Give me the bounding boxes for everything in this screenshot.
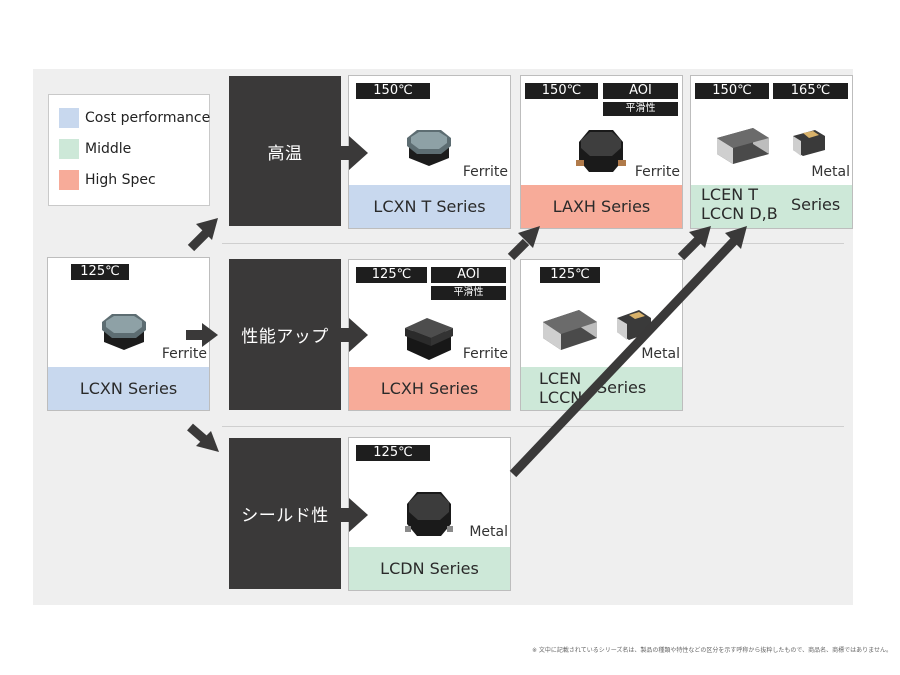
metal-chip-inductor-icon — [617, 310, 651, 340]
category-performance-up: 性能アップ — [229, 259, 341, 410]
series-label-group: LCEN LCCN Series — [521, 367, 682, 410]
ferrite-inductor-icon — [407, 130, 451, 166]
metal-chip-inductor-icon — [543, 310, 597, 350]
smoothing-badge: 平滑性 — [431, 286, 506, 300]
legend-label: High Spec — [85, 172, 156, 188]
category-shielded: シールド性 — [229, 438, 341, 589]
series-line-2: LCCN D,B — [701, 204, 778, 223]
footnote: ※ 文中に記載されているシリーズ名は、製品の種類や特性などの区分を示す呼称から抜… — [531, 647, 892, 654]
aoi-badge: AOI — [431, 267, 506, 283]
temperature-badge: 150℃ — [695, 83, 769, 99]
temperature-badge: 125℃ — [356, 445, 430, 461]
material-label: Ferrite — [462, 346, 508, 362]
shielded-inductor-icon — [405, 492, 453, 536]
divider-bottom — [222, 426, 844, 427]
metal-chip-inductor-icon — [717, 128, 769, 164]
legend-swatch-green — [59, 139, 79, 159]
material-label: Metal — [811, 164, 850, 180]
card-lcdn[interactable]: 125℃ Metal LCDN Series — [348, 437, 511, 591]
shielded-inductor-icon — [576, 130, 626, 172]
material-label: Ferrite — [634, 164, 680, 180]
legend-label: Cost performance — [85, 110, 211, 126]
temperature-badge: 150℃ — [356, 83, 430, 99]
series-line-1: LCEN T — [701, 185, 759, 204]
temperature-badge: 125℃ — [356, 267, 427, 283]
card-laxh[interactable]: 150℃ AOI 平滑性 Ferrite LAXH Series — [520, 75, 683, 229]
temperature-badge: 165℃ — [773, 83, 848, 99]
temperature-badge: 125℃ — [71, 264, 129, 280]
ferrite-inductor-icon — [102, 314, 146, 350]
material-label: Ferrite — [161, 346, 207, 362]
card-lcxh[interactable]: 125℃ AOI 平滑性 Ferrite LCXH Series — [348, 259, 511, 411]
metal-chip-inductor-icon — [793, 130, 825, 156]
series-label: LAXH Series — [521, 185, 682, 228]
series-line-1: LCEN — [539, 369, 582, 388]
series-label: LCXN T Series — [349, 185, 510, 228]
smoothing-badge: 平滑性 — [603, 102, 678, 116]
series-label: LCDN Series — [349, 547, 510, 590]
legend-item-cost-performance: Cost performance — [59, 108, 210, 128]
series-label: LCXN Series — [48, 367, 209, 410]
material-label: Ferrite — [462, 164, 508, 180]
series-label-group: LCEN T LCCN D,B Series — [691, 185, 852, 228]
card-lcen[interactable]: 125℃ Metal LCEN LCCN Series — [520, 259, 683, 411]
divider-top — [222, 243, 844, 244]
series-line-2: LCCN — [539, 388, 583, 407]
temperature-badge: 125℃ — [540, 267, 600, 283]
card-lcxn-t[interactable]: 150℃ Ferrite LCXN T Series — [348, 75, 511, 229]
card-lcxn[interactable]: 125℃ Ferrite LCXN Series — [47, 257, 210, 411]
series-word: Series — [791, 195, 841, 214]
legend: Cost performance Middle High Spec — [48, 94, 210, 206]
legend-label: Middle — [85, 141, 132, 157]
legend-swatch-red — [59, 170, 79, 190]
category-high-temp: 高温 — [229, 76, 341, 226]
temperature-badge: 150℃ — [525, 83, 598, 99]
ferrite-inductor-icon — [405, 318, 453, 360]
legend-swatch-blue — [59, 108, 79, 128]
material-label: Metal — [641, 346, 680, 362]
series-word: Series — [597, 378, 647, 397]
legend-item-middle: Middle — [59, 139, 131, 159]
card-lcen-t[interactable]: 150℃ 165℃ Metal LCEN T LCCN D,B Series — [690, 75, 853, 229]
material-label: Metal — [469, 524, 508, 540]
legend-item-high-spec: High Spec — [59, 170, 156, 190]
aoi-badge: AOI — [603, 83, 678, 99]
series-label: LCXH Series — [349, 367, 510, 410]
